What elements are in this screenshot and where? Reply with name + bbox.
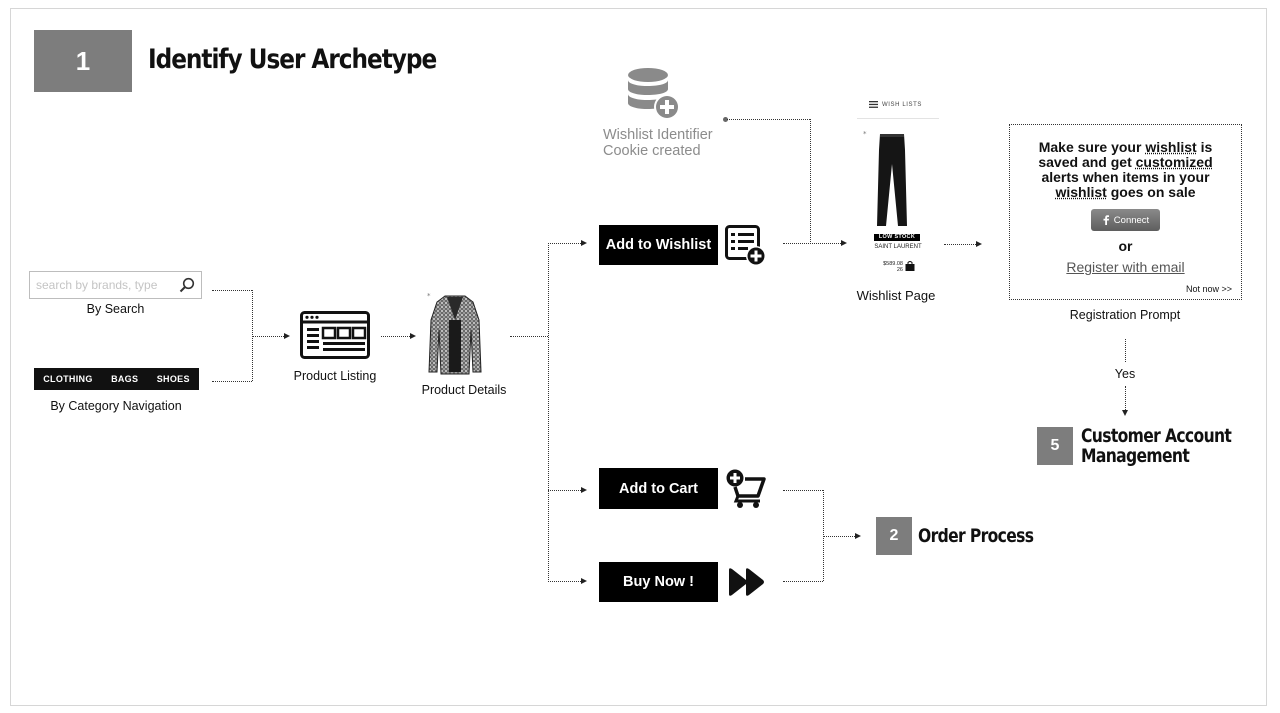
connector (252, 336, 284, 337)
shopping-bag-icon[interactable] (905, 261, 915, 271)
svg-text:*: * (427, 292, 431, 300)
arrowhead (581, 578, 587, 584)
product-details-label: Product Details (421, 383, 507, 397)
category-caption: By Category Navigation (50, 399, 182, 413)
connector-dot (723, 117, 728, 122)
connector (783, 581, 823, 582)
search-placeholder: search by brands, type (36, 278, 158, 292)
wishlist-item-price: $589.08 26 (869, 261, 903, 273)
category-item-bags[interactable]: BAGS (111, 374, 139, 384)
cookie-caption-line2: Cookie created (603, 143, 701, 159)
category-nav[interactable]: CLOTHING BAGS SHOES (34, 368, 199, 390)
yes-label: Yes (1114, 367, 1136, 381)
page-title: Identify User Archetype (148, 44, 437, 75)
arrowhead (410, 333, 416, 339)
wishlist-header-label: WISH LISTS (882, 101, 923, 108)
step-badge-5: 5 (1037, 427, 1073, 465)
product-listing-label: Product Listing (293, 369, 377, 383)
customer-account-line1: Customer Account (1081, 425, 1232, 447)
order-process-title: Order Process (918, 525, 1034, 547)
arrowhead (1122, 410, 1128, 416)
reg-line4: wishlist goes on sale (1055, 184, 1196, 200)
product-listing-icon (300, 311, 370, 359)
connector (783, 243, 841, 244)
wishlist-item-brand: SAINT LAURENT (874, 244, 922, 250)
reg-line2: saved and get customized (1038, 154, 1213, 170)
connector (810, 119, 811, 244)
connector (381, 336, 410, 337)
svg-text:*: * (863, 130, 867, 138)
connector (1125, 386, 1126, 410)
cookie-caption-line1: Wishlist Identifier (603, 127, 713, 143)
registration-prompt-caption: Registration Prompt (1069, 308, 1181, 322)
wishlist-page-caption: Wishlist Page (856, 288, 936, 303)
search-icon[interactable] (179, 277, 195, 293)
facebook-icon (1103, 215, 1109, 225)
connector (783, 490, 823, 491)
jacket-image: * (427, 292, 482, 375)
connector (944, 244, 976, 245)
price-line1: $589.08 (883, 261, 903, 267)
add-to-cart-button[interactable]: Add to Cart (599, 468, 718, 509)
arrowhead (841, 240, 847, 246)
arrowhead (581, 487, 587, 493)
wishlist-header-divider (857, 118, 939, 119)
search-input[interactable]: search by brands, type (29, 271, 202, 299)
customer-account-line2: Management (1081, 445, 1190, 467)
facebook-connect-button[interactable]: Connect (1091, 209, 1160, 231)
connector (727, 119, 810, 120)
wishlist-page-header: WISH LISTS (869, 101, 922, 108)
cart-add-icon (726, 469, 766, 508)
jeans-image: * (863, 130, 907, 226)
step-badge-1: 1 (34, 30, 132, 92)
connect-label: Connect (1113, 214, 1150, 226)
not-now-link[interactable]: Not now >> (1185, 284, 1232, 294)
arrowhead (976, 241, 982, 247)
menu-icon[interactable] (869, 101, 878, 108)
connector (212, 290, 252, 291)
connector (823, 536, 855, 537)
connector (510, 336, 548, 337)
database-add-icon (628, 68, 680, 120)
connector (1125, 339, 1126, 362)
category-item-shoes[interactable]: SHOES (156, 374, 190, 384)
price-line2: 26 (896, 267, 903, 273)
register-with-email-link[interactable]: Register with email (1066, 259, 1185, 275)
step-badge-2: 2 (876, 517, 912, 555)
low-stock-badge: LOW STOCK (874, 234, 920, 241)
connector (548, 490, 581, 491)
arrowhead (284, 333, 290, 339)
registration-message: Make sure your wishlist is saved and get… (1010, 140, 1241, 200)
connector (548, 581, 581, 582)
connector (823, 490, 824, 581)
arrowhead (581, 240, 587, 246)
buy-now-button[interactable]: Buy Now ! (599, 562, 718, 602)
cookie-caption: Wishlist Identifier Cookie created (603, 127, 713, 159)
connector (548, 243, 549, 582)
connector (548, 243, 581, 244)
or-label: or (1118, 238, 1133, 254)
category-item-clothing[interactable]: CLOTHING (43, 374, 93, 384)
arrowhead (855, 533, 861, 539)
connector (252, 290, 253, 381)
fast-forward-icon (729, 568, 764, 596)
search-caption: By Search (86, 302, 145, 316)
wishlist-page-mock: WISH LISTS * LOW STOCK SAINT LAURENT $58… (857, 92, 939, 280)
customer-account-title: Customer Account Management (1081, 425, 1232, 467)
add-to-wishlist-button[interactable]: Add to Wishlist (599, 225, 718, 265)
reg-line3: alerts when items in your (1041, 169, 1210, 185)
wishlist-add-icon (725, 225, 766, 266)
slide-frame (10, 8, 1267, 706)
connector (212, 381, 252, 382)
registration-prompt: Make sure your wishlist is saved and get… (1009, 124, 1242, 300)
reg-line1: Make sure your wishlist is (1038, 139, 1213, 155)
